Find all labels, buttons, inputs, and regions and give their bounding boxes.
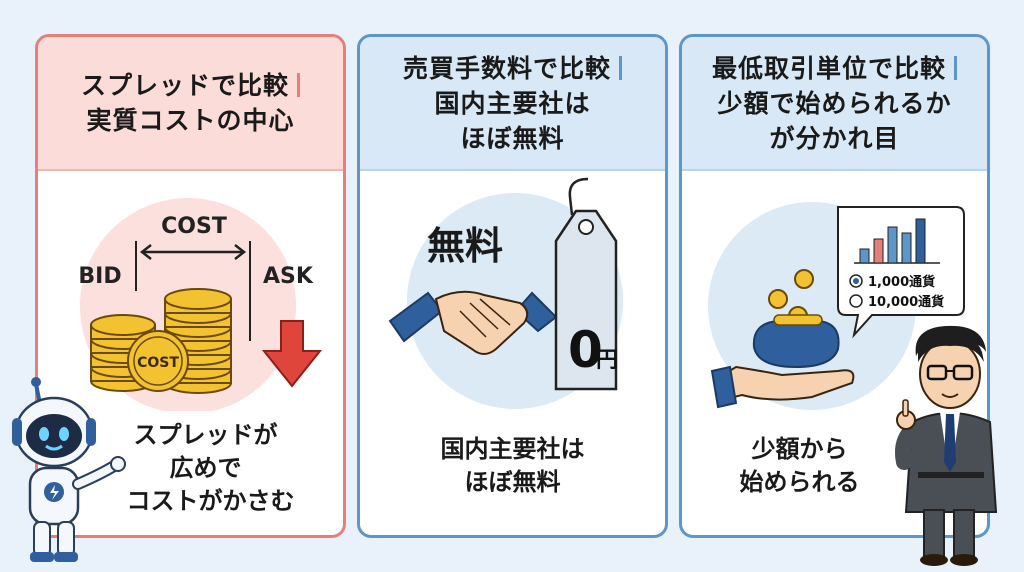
min-unit-card-title: 最低取引単位で比較	[712, 51, 957, 86]
options-bubble: 1,000通貨 10,000通貨	[837, 206, 965, 339]
handshake-icon	[388, 290, 558, 355]
spread-card: スプレッドで比較 実質コストの中心 COST BID ASK	[35, 34, 346, 538]
title-accent-bar	[297, 73, 300, 97]
bar-chart-icon	[854, 218, 940, 264]
spread-card-footer: スプレッドが 広めで コストがかさむ	[126, 421, 295, 515]
down-arrow-icon	[261, 320, 323, 388]
commission-card-header: 売買手数料で比較 国内主要社は ほぼ無料	[360, 37, 665, 171]
commission-card-title: 売買手数料で比較	[403, 51, 622, 86]
cost-range-arrow	[135, 241, 251, 341]
hand-with-purse-icon	[710, 269, 855, 409]
price-tag-icon	[554, 177, 618, 391]
option-radio-unselected[interactable]	[849, 294, 863, 308]
commission-card-subtitle-2: ほぼ無料	[460, 123, 565, 153]
coin-cost-label: COST	[137, 355, 179, 371]
title-accent-bar	[954, 55, 957, 80]
min-unit-illustration: 1,000通貨 10,000通貨	[682, 171, 987, 411]
spread-card-subtitle: 実質コストの中心	[86, 106, 295, 135]
commission-card-subtitle-1: 国内主要社は	[434, 88, 591, 118]
min-unit-card: 最低取引単位で比較 少額で始められるか が分かれ目	[679, 34, 990, 538]
option-1000: 1,000通貨	[868, 274, 935, 290]
tag-price-unit: 円	[596, 348, 618, 373]
spread-illustration: COST BID ASK	[38, 171, 343, 414]
option-10000: 10,000通貨	[868, 294, 944, 310]
commission-card-footer: 国内主要社は ほぼ無料	[440, 435, 585, 496]
ask-label: ASK	[263, 264, 314, 289]
min-unit-card-footer: 少額から 始められる	[739, 435, 860, 496]
businessman-mascot-icon	[894, 322, 1004, 568]
min-unit-card-header: 最低取引単位で比較 少額で始められるか が分かれ目	[682, 37, 987, 171]
free-label: 無料	[427, 224, 503, 268]
commission-card: 売買手数料で比較 国内主要社は ほぼ無料 無料 0 円	[357, 34, 668, 538]
title-accent-bar	[619, 55, 622, 80]
commission-illustration: 無料 0 円	[360, 171, 665, 411]
bid-label: BID	[78, 264, 121, 289]
cost-label: COST	[161, 214, 227, 239]
coin-stack-icon	[90, 288, 232, 394]
spread-card-title: スプレッドで比較	[81, 68, 300, 103]
min-unit-card-subtitle-2: が分かれ目	[769, 123, 900, 153]
spread-card-header: スプレッドで比較 実質コストの中心	[38, 37, 343, 171]
min-unit-card-subtitle-1: 少額で始められるか	[717, 88, 952, 118]
robot-mascot-icon	[6, 374, 126, 566]
tag-price-number: 0	[568, 321, 603, 379]
